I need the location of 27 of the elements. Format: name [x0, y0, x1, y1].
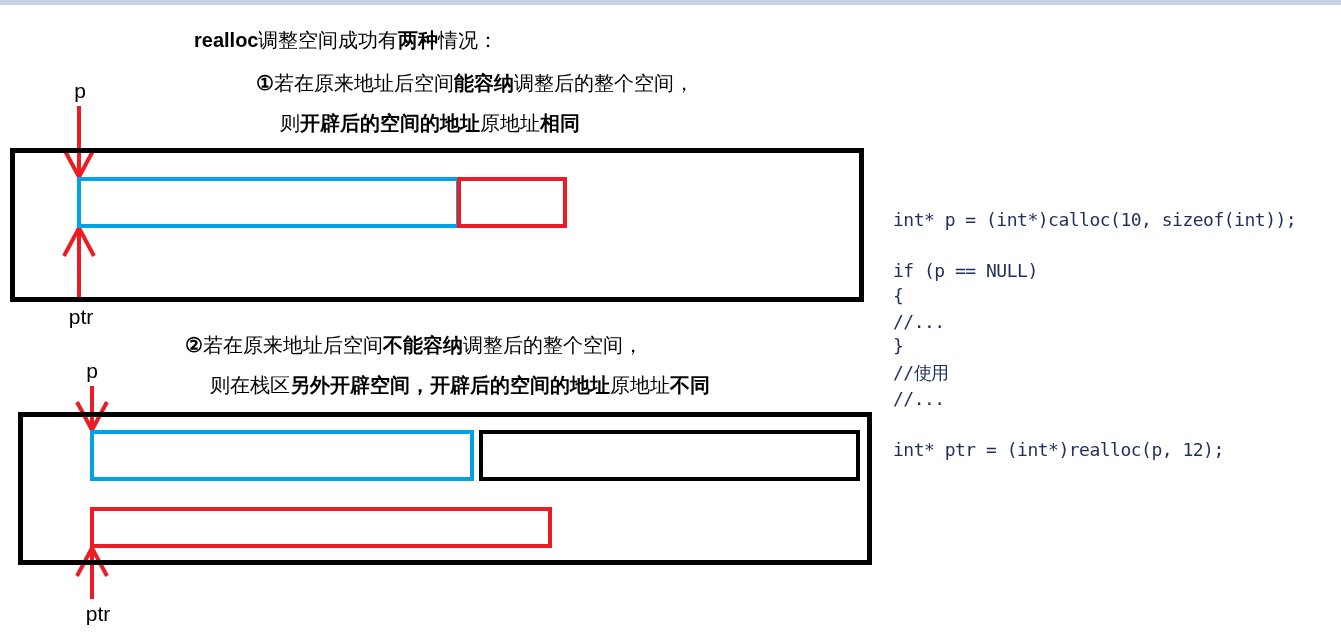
code-line: int* ptr = (int*)realloc(p, 12);: [893, 438, 1224, 462]
pointer-arrow: [75, 546, 109, 599]
pointer-label: ptr: [62, 304, 100, 332]
description-text: 则开辟后的空间的地址原地址相同: [280, 111, 580, 136]
pointer-label: ptr: [79, 601, 117, 629]
code-line: int* p = (int*)calloc(10, sizeof(int));: [893, 208, 1297, 232]
memory-region-box: [10, 148, 864, 302]
memory-region-box: [18, 412, 872, 565]
pointer-arrow: [62, 106, 96, 179]
description-text: ①若在原来地址后空间能容纳调整后的整个空间，: [256, 71, 694, 96]
memory-block: [479, 430, 860, 481]
description-text: ②若在原来地址后空间不能容纳调整后的整个空间，: [185, 333, 643, 358]
code-line: if (p == NULL): [893, 259, 1038, 283]
memory-block: [77, 177, 460, 228]
memory-block: [90, 507, 552, 548]
pointer-label: p: [80, 358, 104, 384]
code-line: {: [893, 284, 904, 308]
pointer-arrow: [75, 386, 109, 432]
code-line: //...: [893, 310, 945, 334]
code-line: //使用: [893, 361, 949, 385]
code-line: }: [893, 334, 904, 358]
description-text: 则在栈区另外开辟空间，开辟后的空间的地址原地址不同: [210, 373, 710, 398]
code-line: //...: [893, 387, 945, 411]
memory-block: [90, 430, 474, 481]
pointer-label: p: [68, 78, 92, 104]
memory-block: [457, 177, 567, 228]
heading: realloc调整空间成功有两种情况：: [194, 28, 499, 53]
